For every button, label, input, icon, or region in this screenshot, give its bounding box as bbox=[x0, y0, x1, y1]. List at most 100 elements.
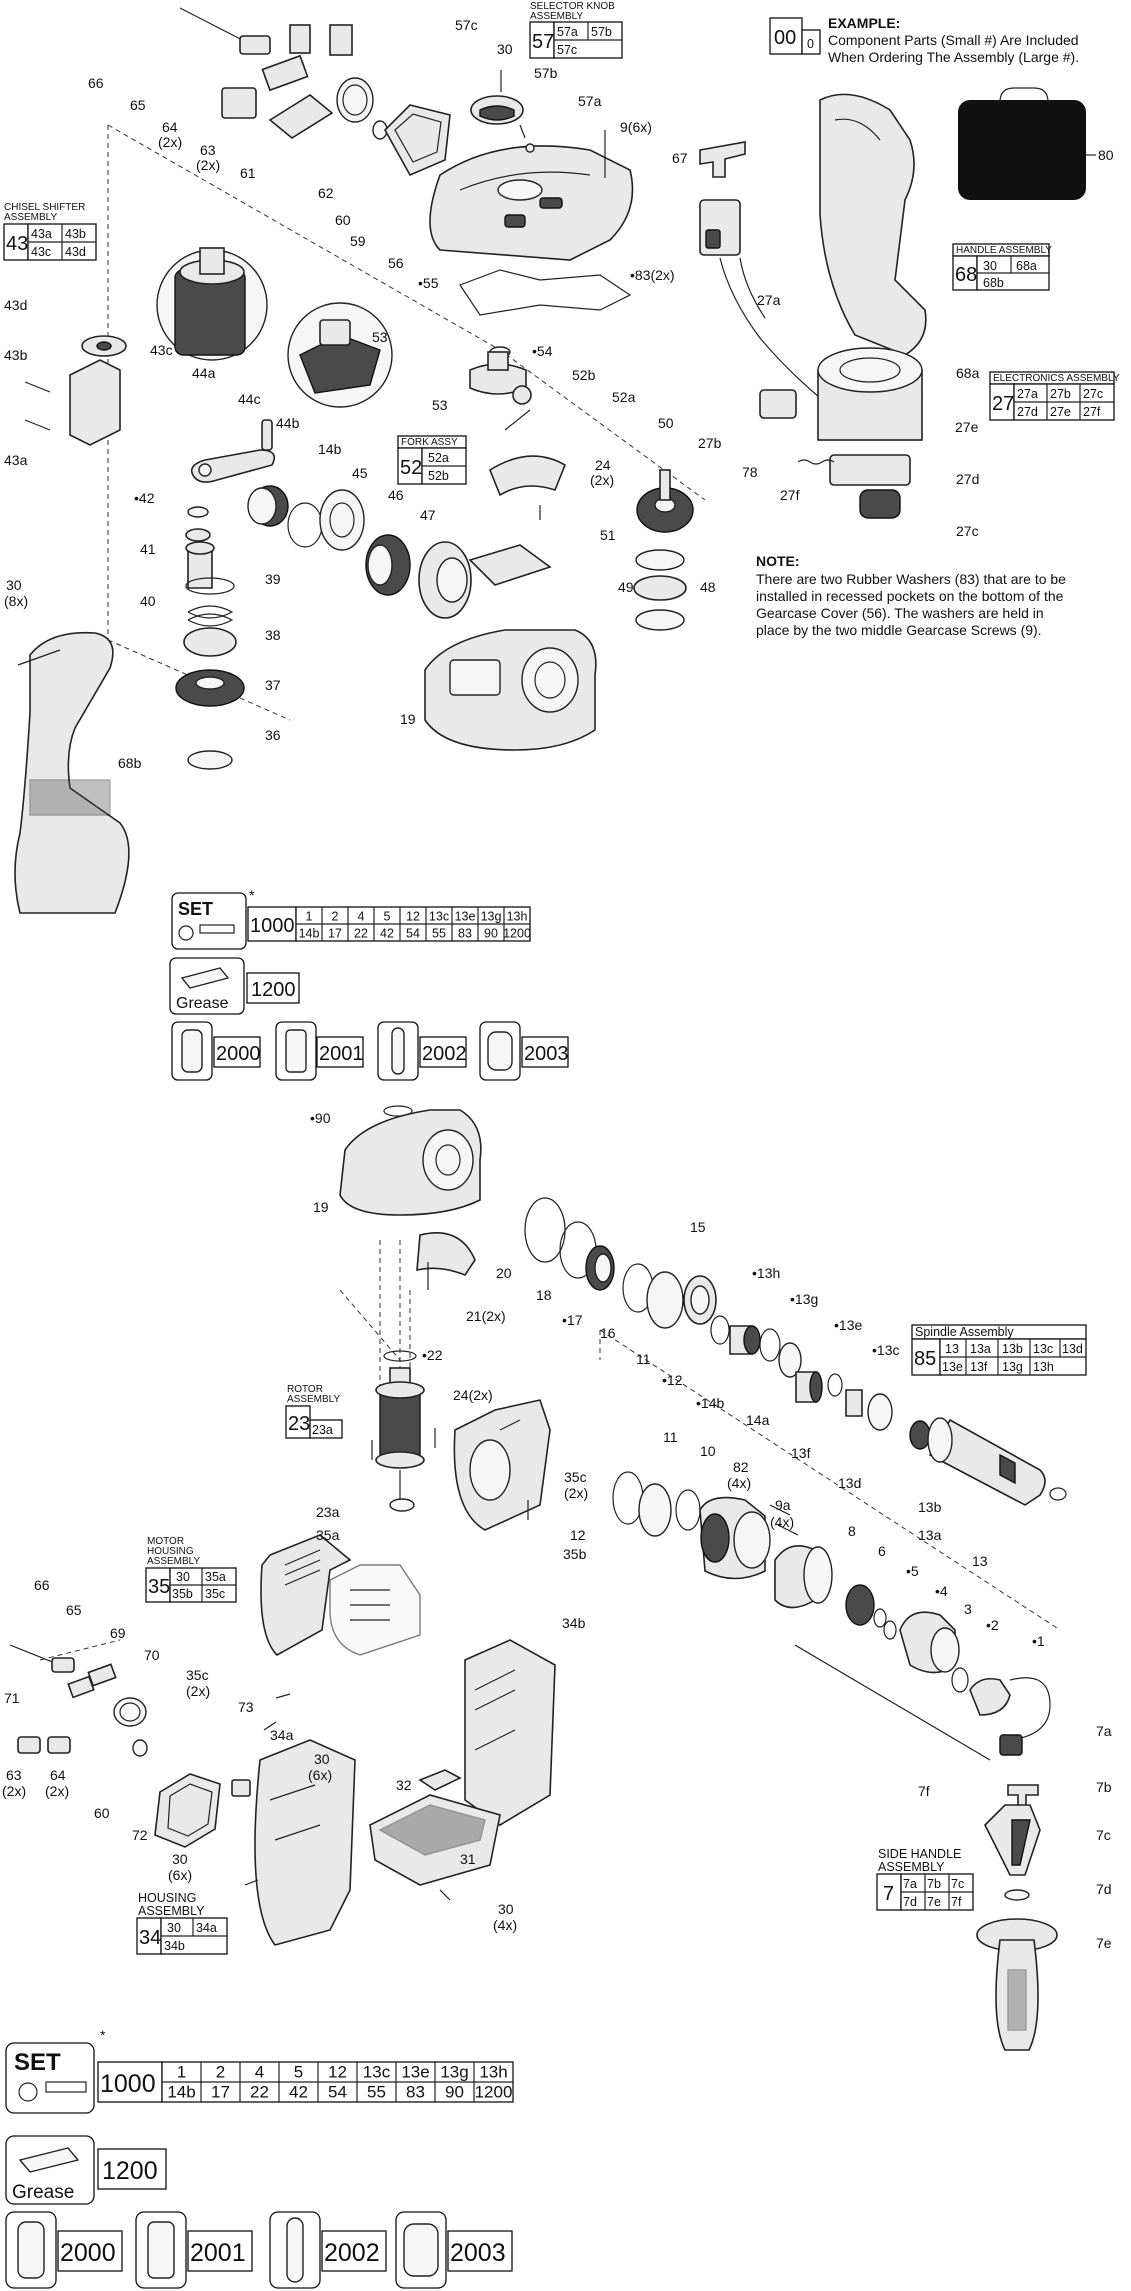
callout-7f: 7f bbox=[918, 1783, 930, 1799]
motor-housing-part-35b: 35b bbox=[172, 1587, 193, 1601]
callout-34b: 34b bbox=[562, 1615, 586, 1631]
set-kit-part-bottom-22: 22 bbox=[354, 926, 368, 940]
callout-63-lower-qty: (2x) bbox=[2, 1783, 26, 1799]
set-kit-lower-part-bottom-55: 55 bbox=[367, 2083, 386, 2102]
callout-30-left: 30 bbox=[172, 1851, 188, 1867]
lubricant-2003: 2003 bbox=[524, 1043, 569, 1065]
callout-7d: 7d bbox=[1096, 1881, 1112, 1897]
callout-9: 9(6x) bbox=[620, 119, 652, 135]
callout-60-lower: 60 bbox=[94, 1805, 110, 1821]
callout-71: 71 bbox=[4, 1690, 20, 1706]
callout-68a: 68a bbox=[956, 365, 980, 381]
callout-36: 36 bbox=[265, 727, 281, 743]
spindle-title: Spindle Assembly bbox=[915, 1325, 1014, 1339]
example-small-number: 0 bbox=[807, 37, 814, 51]
callout-30-housing-qty: (4x) bbox=[493, 1917, 517, 1933]
electronics-part-27c: 27c bbox=[1083, 387, 1103, 401]
set-kit-part-bottom-1200: 1200 bbox=[503, 926, 531, 940]
housing-main: 34 bbox=[139, 1927, 161, 1949]
callout-46: 46 bbox=[388, 487, 404, 503]
motor-housing-main: 35 bbox=[148, 1576, 170, 1598]
set-kit-lower-asterisk: * bbox=[100, 2027, 106, 2043]
carrying-case-illustration: Milwaukee 80 bbox=[958, 87, 1114, 200]
spindle-part-13f: 13f bbox=[970, 1360, 988, 1374]
callout-case: 80 bbox=[1098, 147, 1114, 163]
housing-part-34a: 34a bbox=[196, 1921, 217, 1935]
upper-callout-labels: 66 65 64 (2x) 63 (2x) 61 62 60 59 56 57c… bbox=[4, 17, 980, 771]
callout-20: 20 bbox=[496, 1265, 512, 1281]
callout-13g: •13g bbox=[790, 1291, 818, 1307]
callout-11-upper: 11 bbox=[636, 1351, 651, 1367]
callout-47: 47 bbox=[420, 507, 436, 523]
callout-30-motor: 30 bbox=[314, 1751, 330, 1767]
callout-73: 73 bbox=[238, 1699, 254, 1715]
spindle-part-13: 13 bbox=[945, 1342, 959, 1356]
set-kit-label: SET bbox=[178, 899, 213, 919]
lubricant-lower-2002: 2002 bbox=[324, 2239, 380, 2267]
callout-14b-lower: •14b bbox=[696, 1395, 724, 1411]
callout-90: •90 bbox=[310, 1110, 331, 1126]
set-kit-main: 1000 bbox=[250, 915, 295, 937]
side-handle-part-7a: 7a bbox=[903, 1877, 917, 1891]
callout-13f: 13f bbox=[791, 1445, 811, 1461]
set-kit-part-top-5: 5 bbox=[384, 909, 391, 923]
callout-9a-qty: (4x) bbox=[770, 1514, 794, 1530]
callout-65-lower: 65 bbox=[66, 1602, 82, 1618]
fork-title: FORK ASSY bbox=[401, 437, 458, 448]
callout-62: 62 bbox=[318, 185, 334, 201]
electronics-main: 27 bbox=[992, 393, 1014, 415]
callout-2: •2 bbox=[986, 1617, 999, 1633]
callout-44c: 44c bbox=[238, 391, 261, 407]
fork-main: 52 bbox=[400, 457, 422, 479]
selector-knob-title-2: ASSEMBLY bbox=[530, 11, 583, 22]
grease-part: 1200 bbox=[251, 979, 296, 1001]
callout-27e: 27e bbox=[955, 419, 979, 435]
handle-title: HANDLE ASSEMBLY bbox=[956, 245, 1052, 256]
rotor-title-1: ROTOR bbox=[287, 1384, 323, 1395]
side-handle-part-7b: 7b bbox=[927, 1877, 941, 1891]
set-kit-part-bottom-90: 90 bbox=[484, 926, 498, 940]
spindle-part-13c: 13c bbox=[1033, 1342, 1053, 1356]
motor-housing-part-35c: 35c bbox=[205, 1587, 225, 1601]
fork-part-52a: 52a bbox=[428, 451, 449, 465]
callout-78: 78 bbox=[742, 464, 758, 480]
set-kit-lower-part-top-13c: 13c bbox=[363, 2063, 391, 2082]
note-line-3: Gearcase Cover (56). The washers are hel… bbox=[756, 605, 1044, 621]
motor-housing-title-3: ASSEMBLY bbox=[147, 1556, 200, 1567]
callout-66-lower: 66 bbox=[34, 1577, 50, 1593]
callout-64-qty: (2x) bbox=[158, 134, 182, 150]
selector-knob-assembly-box: SELECTOR KNOB ASSEMBLY 57 57a 57b 57c bbox=[529, 1, 623, 59]
callout-35c-left-qty: (2x) bbox=[186, 1683, 210, 1699]
electronics-part-27a: 27a bbox=[1017, 387, 1038, 401]
set-kit-lower-part-top-2: 2 bbox=[216, 2063, 225, 2082]
selector-knob-part-57b: 57b bbox=[591, 25, 612, 39]
chisel-shifter-title-1: CHISEL SHIFTER bbox=[4, 202, 85, 213]
selector-knob-part-57c: 57c bbox=[557, 43, 577, 57]
callout-7c: 7c bbox=[1096, 1827, 1111, 1843]
spindle-assembly-box: Spindle Assembly 85 13 13a 13b 13c 13d 1… bbox=[911, 1324, 1087, 1376]
electronics-title: ELECTRONICS ASSEMBLY bbox=[993, 373, 1120, 384]
set-kit-asterisk: * bbox=[249, 887, 255, 903]
callout-1: •1 bbox=[1032, 1633, 1045, 1649]
set-kit-part-top-13g: 13g bbox=[481, 909, 502, 923]
set-kit-lower-part-bottom-54: 54 bbox=[328, 2083, 347, 2102]
housing-title-2: ASSEMBLY bbox=[138, 1904, 205, 1918]
set-kit-part-bottom-55: 55 bbox=[432, 926, 446, 940]
chisel-shifter-assembly-box: CHISEL SHIFTER ASSEMBLY 43 43a 43b 43c 4… bbox=[3, 202, 97, 261]
rotor-main: 23 bbox=[288, 1413, 310, 1435]
callout-83: •83(2x) bbox=[630, 267, 675, 283]
lubricant-2000: 2000 bbox=[216, 1043, 261, 1065]
callout-30-knob: 30 bbox=[497, 41, 513, 57]
callout-53: 53 bbox=[432, 397, 448, 413]
callout-35b: 35b bbox=[563, 1546, 587, 1562]
note-title: NOTE: bbox=[756, 553, 800, 569]
example-big-number: 00 bbox=[774, 27, 796, 49]
chisel-shifter-part-43d: 43d bbox=[65, 245, 86, 259]
lubricant-2002: 2002 bbox=[422, 1043, 467, 1065]
set-kit-lower-label: SET bbox=[14, 2049, 61, 2076]
handle-part-68b: 68b bbox=[983, 276, 1004, 290]
lubricants-lower: 2000 2001 2002 2003 bbox=[5, 2211, 513, 2289]
callout-40: 40 bbox=[140, 593, 156, 609]
grease-label: Grease bbox=[176, 995, 229, 1012]
callout-32: 32 bbox=[396, 1777, 412, 1793]
